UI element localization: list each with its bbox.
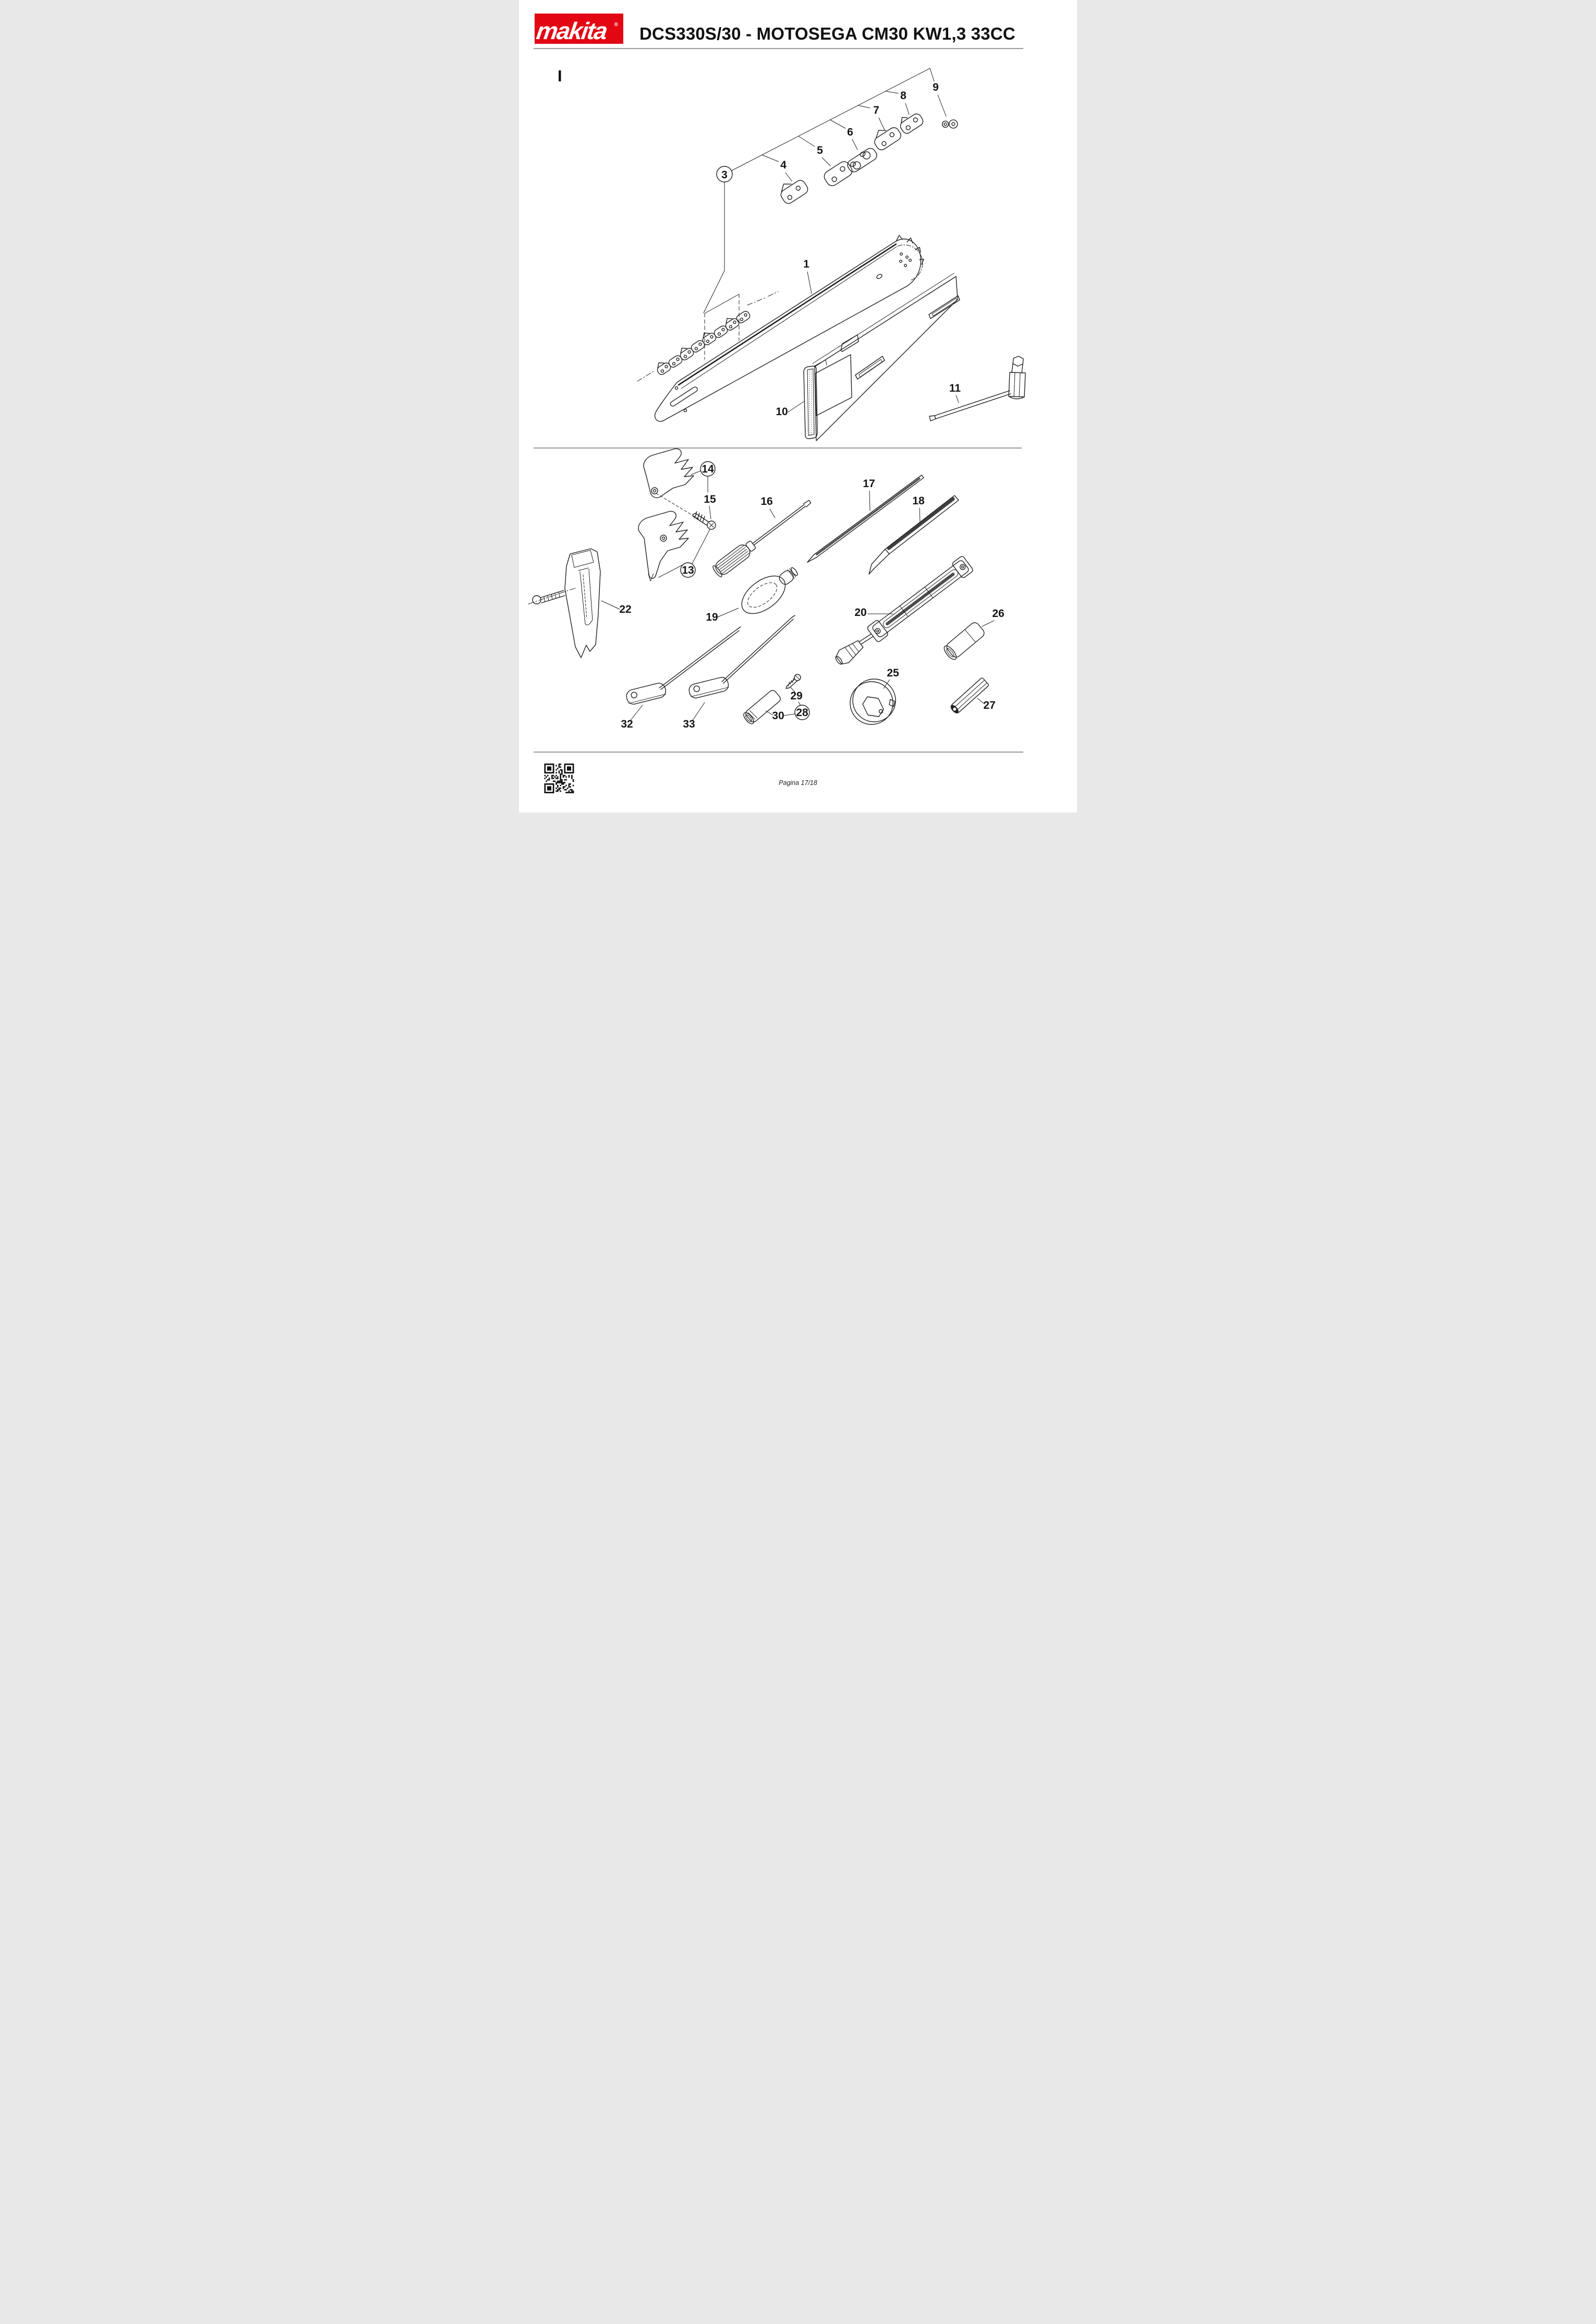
spike-plate-alignment-dash (656, 493, 700, 520)
part-label-25: 25 (887, 667, 899, 679)
part-22-spike-bumper (528, 548, 601, 658)
header-rule (534, 48, 1023, 49)
part-label-30: 30 (772, 710, 784, 722)
part-16-leader (769, 509, 776, 518)
part-balloon-14 (700, 461, 716, 477)
chain-leader-lines (703, 68, 947, 313)
section-letter: I (558, 67, 562, 85)
part-20-file-guide (835, 556, 973, 665)
catalog-page: makita ® DCS330S/30 - MOTOSEGA CM30 KW1,… (519, 0, 1077, 813)
qr-code (544, 764, 574, 793)
part-18-flat-file (868, 495, 959, 575)
parts-28-29-30-leaders (765, 687, 801, 716)
part-5-link-plate (824, 161, 853, 186)
part-25-clutch-drum (850, 679, 896, 725)
part-label-16: 16 (760, 495, 772, 507)
part-label-11: 11 (949, 382, 961, 394)
part-label-29: 29 (790, 690, 802, 702)
part-balloon-3 (716, 166, 733, 183)
part-label-18: 18 (912, 495, 925, 507)
part-32-leader (630, 705, 643, 721)
part-26-leader (982, 620, 995, 627)
part-label-10: 10 (776, 406, 788, 418)
part-10-bar-cover (803, 273, 960, 441)
part-16-screwdriver (712, 500, 812, 577)
part-label-22: 22 (619, 603, 631, 615)
part-label-19: 19 (706, 611, 718, 623)
page-number: Pagina 17/18 (779, 779, 817, 786)
part-balloon-13 (680, 562, 696, 578)
part-label-14: 14 (702, 463, 714, 475)
part-label-4: 4 (780, 159, 787, 171)
part-17-leader (869, 490, 870, 511)
exploded-parts-diagram: 1 3 4 5 6 7 8 9 10 11 13 14 15 16 17 18 … (528, 68, 1026, 730)
part-6-tie-strap-rivets (847, 148, 877, 173)
part-label-8: 8 (900, 90, 906, 102)
part-11-socket-wrench (929, 356, 1026, 421)
part-label-3: 3 (721, 169, 728, 181)
mid-separator-rule (534, 447, 1022, 449)
part-labels: 1 3 4 5 6 7 8 9 10 11 13 14 15 16 17 18 … (619, 81, 1004, 730)
part-label-17: 17 (863, 478, 875, 490)
part-15-screw (692, 511, 716, 530)
part-8-tie-strap (900, 113, 924, 134)
part-19-leader (717, 608, 739, 618)
part-balloon-28 (794, 705, 810, 720)
part-29-screw (785, 674, 801, 689)
makita-logo: makita ® (535, 14, 623, 44)
part-balloons (680, 166, 810, 720)
part-label-13: 13 (682, 564, 694, 576)
part-32-t-wrench (626, 626, 741, 705)
part-13-spike-plate (638, 511, 689, 582)
part-label-26: 26 (992, 608, 1004, 620)
part-label-27: 27 (983, 699, 995, 711)
part-22-leader (601, 600, 620, 610)
part-label-7: 7 (873, 104, 879, 116)
part-10-leader (788, 401, 804, 413)
part-27-leader (977, 698, 985, 705)
part-9-rivet (941, 119, 958, 129)
part-label-33: 33 (683, 718, 695, 730)
part-19-file-handle (741, 567, 798, 614)
bottom-separator-rule (534, 752, 1023, 753)
part-14-spike-plate (643, 448, 694, 498)
part-27-hex-rod (950, 677, 989, 713)
chain-reference-box (637, 291, 779, 382)
part-11-leader (956, 395, 959, 403)
registered-trademark-icon: ® (614, 22, 618, 28)
part-label-1: 1 (803, 258, 809, 270)
part-label-32: 32 (621, 718, 633, 730)
part-label-15: 15 (704, 493, 716, 505)
part-label-5: 5 (817, 144, 823, 156)
part-26-socket-bushing (944, 622, 985, 660)
part-17-round-file (807, 475, 924, 563)
part-7-cutter-link (874, 127, 901, 150)
part-1-guide-bar (654, 235, 924, 422)
part-label-6: 6 (847, 126, 853, 138)
page-title: DCS330S/30 - MOTOSEGA CM30 KW1,3 33CC (639, 24, 1015, 43)
part-4-cutter-link (780, 180, 808, 204)
part-label-9: 9 (933, 81, 939, 93)
parts-13-14-15-leaders (658, 470, 711, 578)
part-3-chain-segment (657, 311, 751, 375)
part-1-leader (807, 271, 812, 294)
part-25-leader (883, 679, 890, 689)
part-30-sleeve (743, 690, 781, 724)
part-33-t-wrench (688, 615, 795, 698)
part-label-28: 28 (796, 707, 808, 719)
part-label-20: 20 (854, 607, 866, 619)
part-33-leader (692, 702, 705, 721)
